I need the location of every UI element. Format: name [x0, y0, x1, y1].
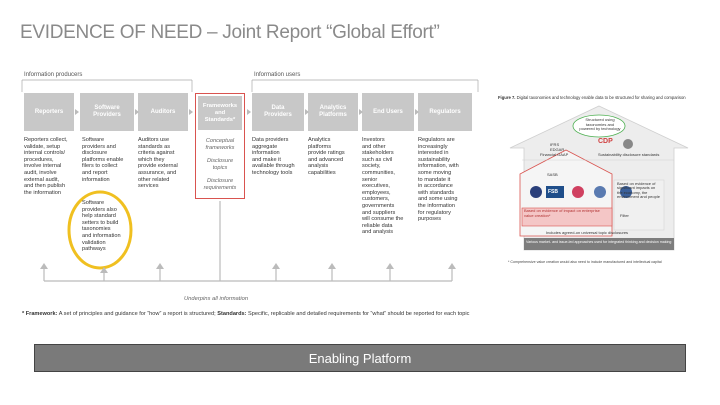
data-providers-text: Data providers aggregate information and…	[252, 137, 295, 176]
significant-impacts-text: Based on evidence of significant impacts…	[617, 181, 660, 200]
underpins-arrows	[40, 201, 456, 282]
figure-note: * Comprehensive value creation would als…	[508, 260, 662, 264]
analytics-platforms-text: Analytics platforms provide ratings and …	[308, 137, 345, 176]
section-brackets	[21, 79, 479, 92]
conceptual-frameworks-item: Conceptual frameworks	[205, 138, 235, 151]
house-diagram	[509, 105, 689, 251]
filter-label: Filter	[620, 213, 629, 218]
auditors-text: Auditors use standards as criteria again…	[138, 137, 178, 190]
users-label: Information users	[254, 72, 301, 78]
underpins-label: Underpins all information	[184, 296, 249, 302]
header-arrows	[75, 109, 419, 115]
ifrs-edgar-label: IFRS EDGAR	[550, 142, 565, 152]
header-data-providers: Data Providers	[252, 93, 304, 131]
header-reporters: Reporters	[24, 93, 74, 131]
enabling-platform-bar: Enabling Platform	[34, 344, 686, 372]
producers-label: Information producers	[24, 72, 83, 78]
highlight-text: Software providers also help standard se…	[82, 200, 121, 253]
figure-caption: Figure 7. Digital taxonomies and technol…	[498, 95, 686, 100]
frameworks-header: Frameworks and Standards*	[198, 96, 242, 130]
header-analytics-platforms: Analytics Platforms	[308, 93, 358, 131]
footnote: * Framework: A set of principles and gui…	[22, 311, 470, 317]
end-users-text: Investors and other stakeholders such as…	[362, 137, 404, 236]
highlight-circle	[67, 190, 133, 270]
header-regulators: Regulators	[418, 93, 472, 131]
header-software-providers: Software Providers	[80, 93, 134, 131]
software-providers-text: Software providers and disclosure platfo…	[82, 137, 124, 183]
frameworks-box: Frameworks and Standards* Conceptual fra…	[195, 93, 245, 199]
reporters-text: Reporters collect, validate, setup inter…	[24, 137, 68, 196]
financial-gaap-label: Financial GAAP	[540, 152, 569, 157]
enterprise-value-text: Based on evidence of impact on enterpris…	[524, 208, 600, 218]
sustainability-standards-label: Sustainability disclosure standards	[598, 152, 660, 157]
regulators-text: Regulators are increasingly interested i…	[418, 137, 459, 223]
header-end-users: End Users	[362, 93, 414, 131]
slide-title: EVIDENCE OF NEED – Joint Report “Global …	[20, 22, 440, 43]
sasb-label: SASB	[547, 172, 558, 177]
fsb-label: FSB	[548, 189, 558, 195]
cdp-label: CDP	[598, 138, 613, 145]
base-bar-label: Various market- and issue-led approaches…	[526, 240, 672, 244]
disclosure-requirements-item: Disclosure requirements	[203, 178, 237, 191]
header-auditors: Auditors	[138, 93, 188, 131]
universal-topics-label: Includes agreed-on universal topic discl…	[546, 230, 629, 235]
disclosure-topics-item: Disclosure topics	[206, 158, 234, 171]
roof-label: Structured using taxonomies and powered …	[579, 117, 621, 132]
